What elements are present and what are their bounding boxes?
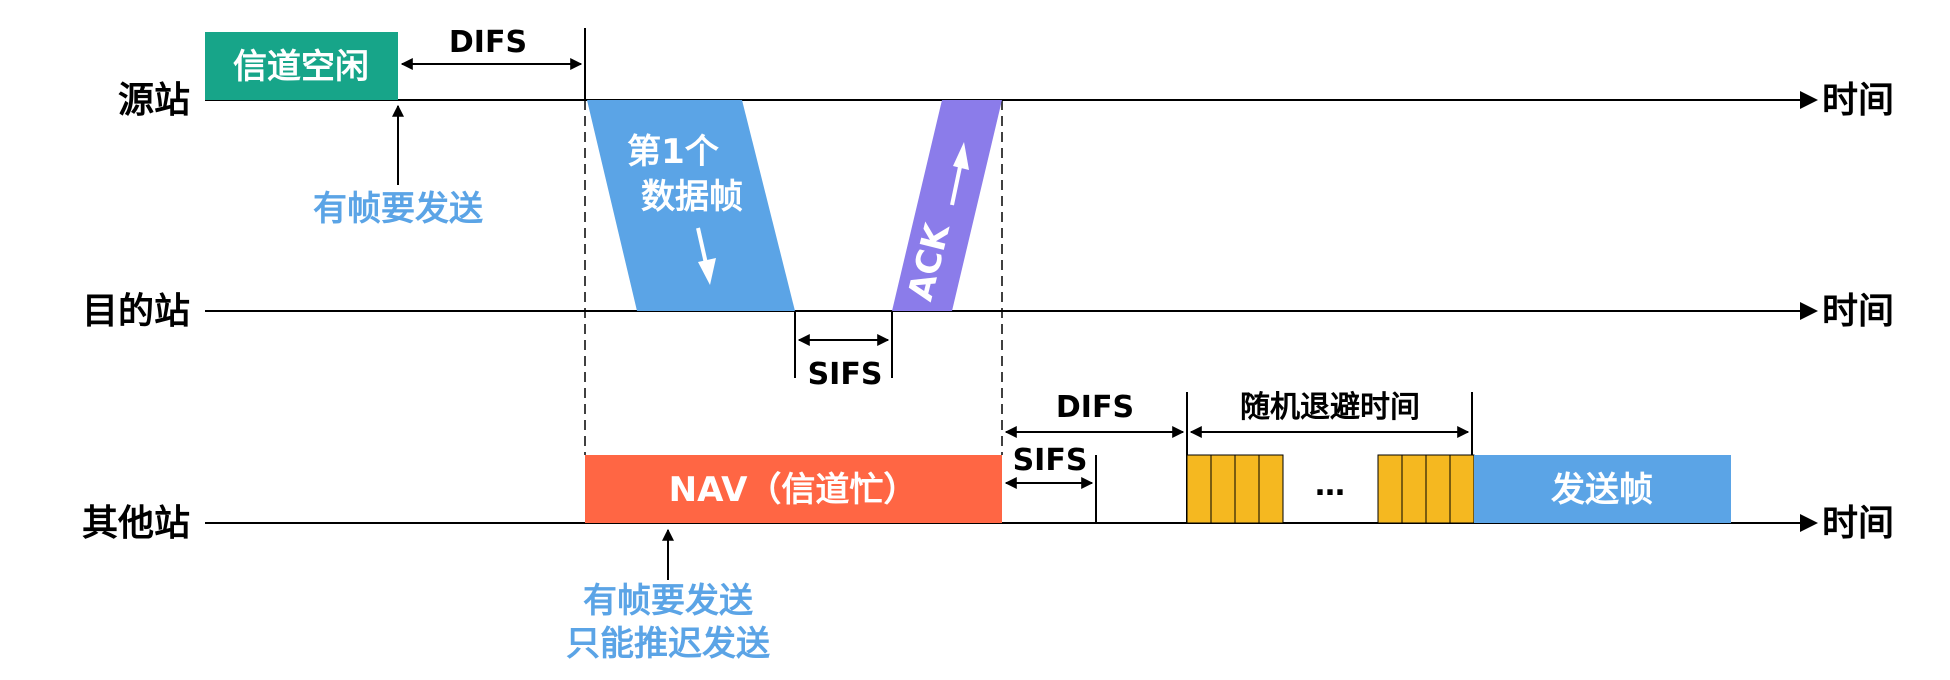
ack-frame-shape [892,100,1002,311]
send-frame-label: 发送帧 [1551,470,1653,510]
difs-other-label: DIFS [1056,390,1134,425]
nav-box [585,455,1002,523]
source-has-frame-note: 有帧要发送 [313,189,483,229]
data-frame-label-line2: 数据帧 [641,177,743,217]
ack-up-arrow [950,142,969,206]
data-frame-down-arrow [696,227,716,285]
channel-idle-label: 信道空闲 [233,47,369,87]
backoff-label: 随机退避时间 [1240,390,1420,425]
difs-source-label: DIFS [449,25,527,60]
destination-axis-arrowhead [1800,302,1818,320]
source-axis-arrowhead [1800,91,1818,109]
backoff-slot [1258,454,1284,524]
source-time-label: 时间 [1822,80,1894,121]
other-time-label: 时间 [1822,503,1894,544]
backoff-slot [1210,454,1236,524]
sifs-dest-label: SIFS [808,357,883,392]
backoff-slot [1425,454,1451,524]
other-station-label: 其他站 [82,503,190,544]
source-station-label: 源站 [118,80,190,121]
send-frame-box [1474,455,1731,523]
sifs-other-label: SIFS [1013,443,1088,478]
other-has-frame-note-line1: 有帧要发送 [583,581,753,621]
backoff-slot [1186,454,1212,524]
backoff-slot [1377,454,1403,524]
other-has-frame-note-line2: 只能推迟发送 [566,624,770,664]
backoff-slots-group-1 [1186,454,1284,524]
channel-idle-box [205,32,398,100]
backoff-slot [1234,454,1260,524]
backoff-slot [1449,454,1475,524]
destination-time-label: 时间 [1822,291,1894,332]
backoff-ellipsis: … [1315,468,1345,503]
data-frame-label-line1: 第1个 [627,132,719,172]
other-axis-arrowhead [1800,514,1818,532]
backoff-slots-group-2 [1377,454,1475,524]
data-frame-shape [587,100,795,311]
backoff-slot [1401,454,1427,524]
destination-station-label: 目的站 [82,291,190,332]
nav-label: NAV（信道忙） [669,470,918,510]
